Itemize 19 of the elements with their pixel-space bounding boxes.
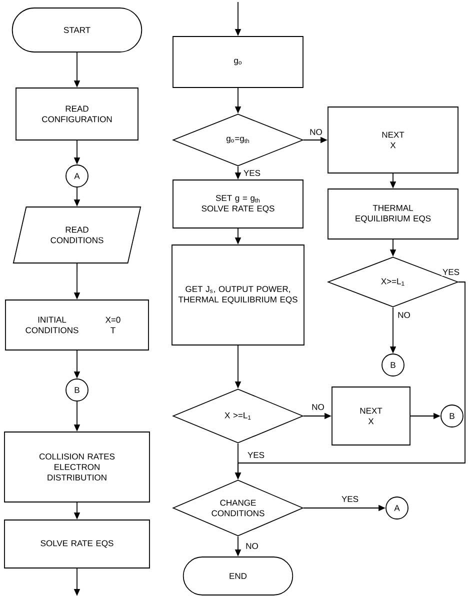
process-box: READ CONFIGURATION [16, 88, 138, 140]
process-box: g$_{o}$ [172, 36, 304, 88]
process-box: COLLISION RATES ELECTRON DISTRIBUTION [4, 432, 150, 502]
edge-label: YES [340, 495, 360, 504]
process-box: NEXT X [328, 106, 458, 174]
process-box: GET J$_{s}$, OUTPUT POWER, THERMAL EQUILIBRIUM EQS [172, 244, 304, 346]
edge-label: NO [310, 403, 326, 412]
edge-label: YES [246, 451, 266, 460]
edge-label: NO [244, 542, 260, 550]
process-box: SET g = g$_{th}$ SOLVE RATE EQS [172, 180, 304, 228]
process-box: THERMAL EQUILIBRIUM EQS [328, 188, 458, 240]
edge-label: YES [442, 268, 460, 276]
edge-label: NO [396, 311, 412, 320]
input-parallelogram: READ CONDITIONS [12, 206, 142, 264]
process-box: SOLVE RATE EQS [4, 520, 150, 568]
process-box: NEXT X [332, 386, 410, 446]
edge-label: NO [308, 128, 324, 136]
process-box: INITIAL CONDITIONS X=0 T [5, 300, 149, 350]
edge-label: YES [242, 169, 262, 177]
